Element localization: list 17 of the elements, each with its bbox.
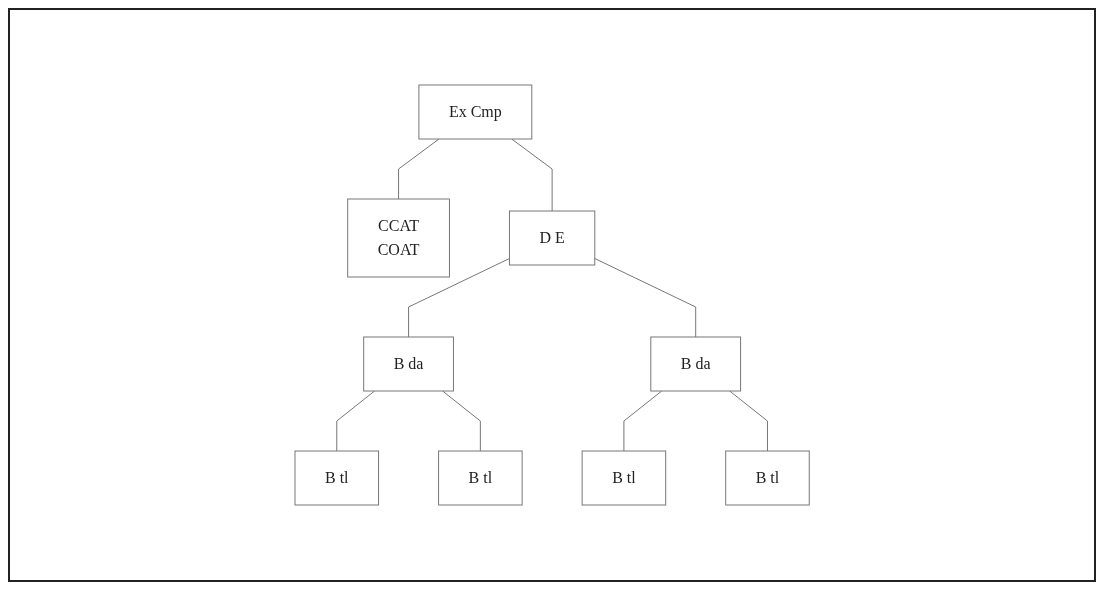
connector [511, 138, 553, 212]
connector [729, 390, 768, 452]
connector [623, 390, 663, 452]
connector [594, 258, 697, 338]
node-box [363, 336, 454, 392]
node-box [294, 450, 379, 506]
node-box [347, 198, 450, 278]
node-box [508, 210, 596, 266]
connector [336, 390, 375, 452]
connector [407, 258, 510, 338]
node-box [725, 450, 810, 506]
connector [397, 138, 440, 200]
node-box [437, 450, 523, 506]
node-box [418, 84, 533, 140]
node-box [650, 336, 741, 392]
diagram-frame: Ex Cmp CCAT COAT D E B da B da B tl B tl B tl B tl [8, 8, 1096, 582]
node-box [581, 450, 667, 506]
